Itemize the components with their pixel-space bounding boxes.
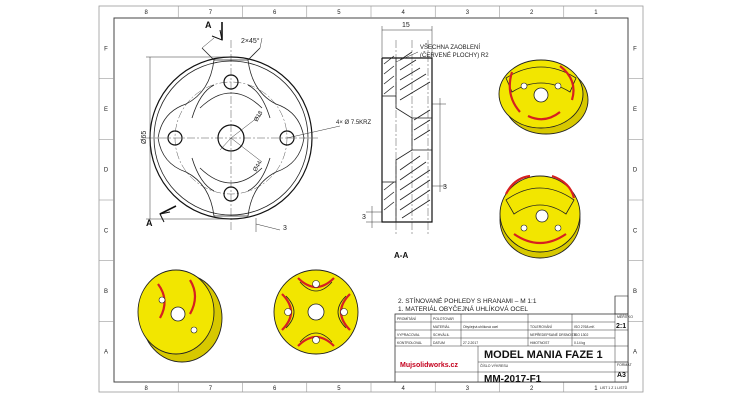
title-block-cell: SCHVÁLIL bbox=[433, 333, 450, 337]
zone-markers-horizontal: 1 1 2 2 3 3 4 4 5 5 6 6 7 7 8 8 bbox=[144, 6, 598, 392]
outer-diameter-dim: Ø65 bbox=[141, 131, 148, 144]
zone-number: 6 bbox=[273, 10, 277, 16]
zone-number: 4 bbox=[401, 10, 405, 16]
zone-number: 3 bbox=[466, 10, 470, 16]
zone-letter: E bbox=[633, 107, 637, 113]
title-block-cell: PROMÍTÁNÍ bbox=[397, 317, 416, 321]
zone-number: 1 bbox=[594, 386, 598, 392]
format-label: FORMÁT bbox=[617, 363, 633, 367]
zone-number: 5 bbox=[337, 10, 341, 16]
scale-label: MĚŘÍTKO bbox=[617, 314, 633, 319]
title-block-cell: 0.14 kg bbox=[574, 341, 585, 345]
title-block-cell: ISO 1302 bbox=[574, 333, 588, 337]
zone-letter: D bbox=[104, 168, 109, 174]
zone-number: 6 bbox=[273, 386, 277, 392]
drawing-number: MM-2017-F1 bbox=[484, 374, 542, 385]
zone-number: 7 bbox=[209, 10, 213, 16]
tb-note-line2: 1. MATERIÁL OBYČEJNÁ UHLÍKOVÁ OCEL bbox=[398, 304, 528, 313]
section-width-dim: 15 bbox=[402, 22, 410, 29]
zone-letter: E bbox=[104, 107, 108, 113]
section-height-dim: 3 bbox=[362, 214, 366, 221]
zone-number: 8 bbox=[144, 386, 148, 392]
zone-number: 5 bbox=[337, 386, 341, 392]
zone-number: 2 bbox=[530, 10, 534, 16]
scale-value: 2:1 bbox=[616, 323, 626, 330]
chamfer-callout: 2×45° bbox=[241, 37, 260, 45]
title-block bbox=[394, 295, 629, 383]
title-block-rows: PROMÍTÁNÍ POLOTOVAR MATERIÁL Obyčejná uhlík… bbox=[397, 317, 595, 345]
zone-number: 3 bbox=[466, 386, 470, 392]
zone-number: 1 bbox=[594, 10, 598, 16]
fillet-note-line2: (ČERVENÉ PLOCHY) R2 bbox=[420, 52, 489, 59]
section-step-dim: 3 bbox=[443, 184, 447, 191]
iso-view-bottom-left bbox=[137, 269, 223, 363]
section-label: A-A bbox=[394, 251, 408, 260]
zone-number: 8 bbox=[144, 10, 148, 16]
front-render-bottom bbox=[273, 269, 359, 355]
zone-number: 7 bbox=[209, 386, 213, 392]
iso-view-top-right bbox=[498, 59, 589, 135]
bottom-dim: 3 bbox=[283, 225, 287, 232]
sheet-info: LIST 1 Z 1 LISTŮ bbox=[600, 385, 628, 390]
title-block-cell: Obyčejná uhlíková ocel bbox=[463, 325, 498, 329]
title-block-cell: MATERIÁL bbox=[433, 325, 450, 329]
title-block-cell: POLOTOVAR bbox=[433, 317, 454, 321]
pcd-diameter-dim: Ø44 bbox=[253, 160, 264, 173]
section-view bbox=[366, 26, 446, 236]
zone-letter: C bbox=[633, 228, 638, 234]
title-block-cell: DATUM bbox=[433, 341, 445, 345]
front-view bbox=[145, 22, 341, 232]
zone-letter: D bbox=[633, 168, 638, 174]
fillet-note-line1: VŠECHNA ZAOBLENÍ bbox=[420, 44, 480, 51]
iso-view-middle-right bbox=[499, 174, 581, 259]
zone-letter: A bbox=[104, 350, 108, 356]
title-block-cell: VYPRACOVAL bbox=[397, 333, 420, 337]
zone-letter: A bbox=[633, 350, 637, 356]
section-marker-top: A bbox=[205, 20, 212, 30]
title-block-cell: TOLEROVÁNÍ bbox=[530, 325, 552, 329]
zone-letter: C bbox=[104, 228, 109, 234]
zone-letter: B bbox=[633, 289, 637, 295]
zone-letter: F bbox=[104, 46, 108, 52]
hole-callout: 4× Ø 7.5KRZ bbox=[336, 120, 372, 126]
logo: Mujsolidworks.cz bbox=[400, 362, 458, 369]
title-block-cell: 27.2.2017 bbox=[463, 341, 478, 345]
title-block-cell: ISO 2768-mK bbox=[574, 325, 595, 329]
title-block-cell: NEPŘEDEPSANÉ DRSNOSTI bbox=[530, 332, 576, 337]
zone-letter: B bbox=[104, 289, 108, 295]
title-block-cell: KONTROLOVAL bbox=[397, 341, 422, 345]
zone-number: 4 bbox=[401, 386, 405, 392]
drawing-title: MODEL MANIA FAZE 1 bbox=[484, 349, 603, 361]
zone-letter: F bbox=[633, 46, 637, 52]
zone-markers-vertical: A A B B C C D D E E F F bbox=[99, 46, 643, 356]
drawing-number-label: ČÍSLO VÝKRESU bbox=[480, 363, 509, 368]
tb-note-line1: 2. STÍNOVANÉ POHLEDY S HRANAMI – M 1:1 bbox=[398, 296, 537, 305]
section-marker-bottom: A bbox=[146, 218, 153, 228]
zone-number: 2 bbox=[530, 386, 534, 392]
title-block-cell: HMOTNOST bbox=[530, 341, 549, 345]
bore-diameter-dim: Ø18 bbox=[254, 110, 265, 123]
format-value: A3 bbox=[617, 372, 626, 379]
